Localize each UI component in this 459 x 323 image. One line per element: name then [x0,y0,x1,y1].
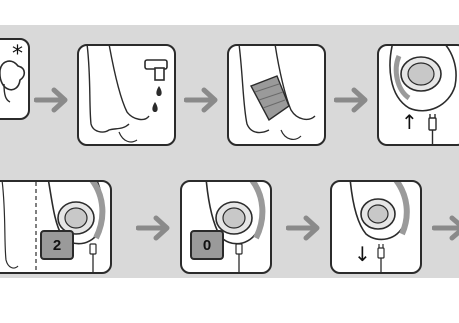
step-6-panel: 0 [180,180,272,274]
arrow-right-icon [286,214,322,242]
arrow-right-icon [432,214,459,242]
arrow-down-icon: ↓ [354,242,371,266]
arrow-right-icon [136,214,172,242]
device-on-leg-illustration [0,182,112,274]
dry-feet-illustration [229,46,326,146]
arrow-right-icon [334,86,370,114]
step-7-panel: ↓ [330,180,422,274]
arrow-right-icon [184,86,220,114]
step-5-panel: 2 [0,180,112,274]
step-4-panel: ↑ [377,44,459,146]
arrow-up-icon: ↑ [401,110,418,134]
step-2-panel [77,44,176,146]
device-head-illustration [379,46,459,146]
wash-feet-illustration [79,46,176,146]
arrow-right-icon [34,86,70,114]
snowflake-icon: * [12,42,23,67]
step-1-panel: * [0,38,30,120]
speed-badge: 0 [190,230,224,260]
device-off-illustration [182,182,272,274]
speed-badge: 2 [40,230,74,260]
step-3-panel [227,44,326,146]
device-unplug-illustration [332,182,422,274]
